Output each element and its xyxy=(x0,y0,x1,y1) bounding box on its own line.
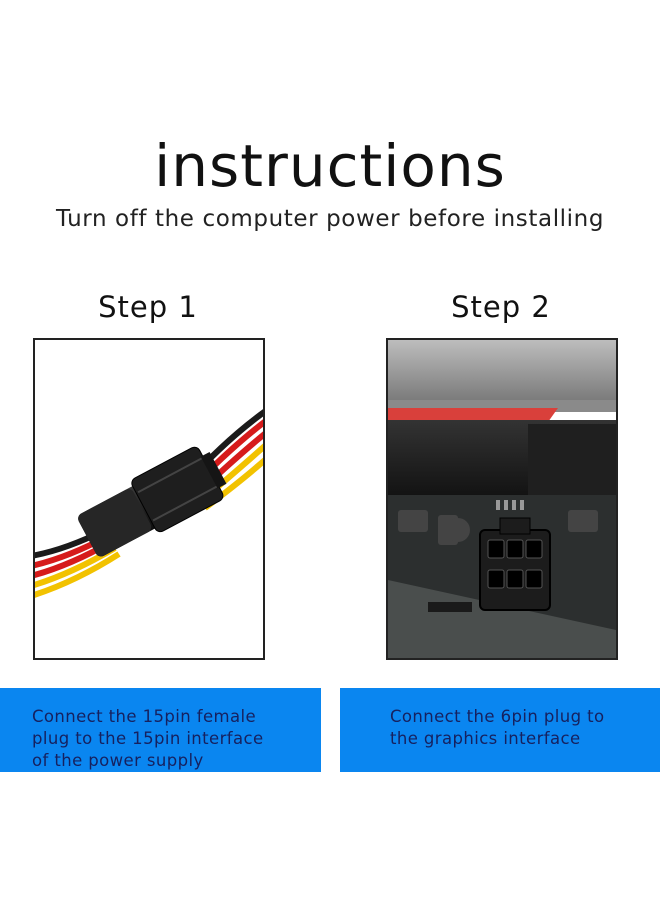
step-2-label: Step 2 xyxy=(451,290,551,324)
step-1-image xyxy=(33,338,265,660)
page-title: instructions xyxy=(154,132,506,200)
page-subtitle: Turn off the computer power before insta… xyxy=(55,206,605,232)
step-2-caption-line-2: the graphics interface xyxy=(390,729,581,748)
step-2-caption: Connect the 6pin plug to the graphics in… xyxy=(340,688,660,772)
step-1-caption-line-3: of the power supply xyxy=(32,751,204,770)
step-2-image xyxy=(386,338,618,660)
step-2-caption-line-1: Connect the 6pin plug to xyxy=(390,707,605,726)
step-1-caption: Connect the 15pin female plug to the 15p… xyxy=(0,688,321,772)
sata-connector-icon xyxy=(78,446,227,557)
step-1-caption-line-1: Connect the 15pin female xyxy=(32,707,257,726)
step-1-caption-line-2: plug to the 15pin interface xyxy=(32,729,264,748)
step-1-label: Step 1 xyxy=(98,290,198,324)
six-pin-socket-icon xyxy=(479,517,551,611)
